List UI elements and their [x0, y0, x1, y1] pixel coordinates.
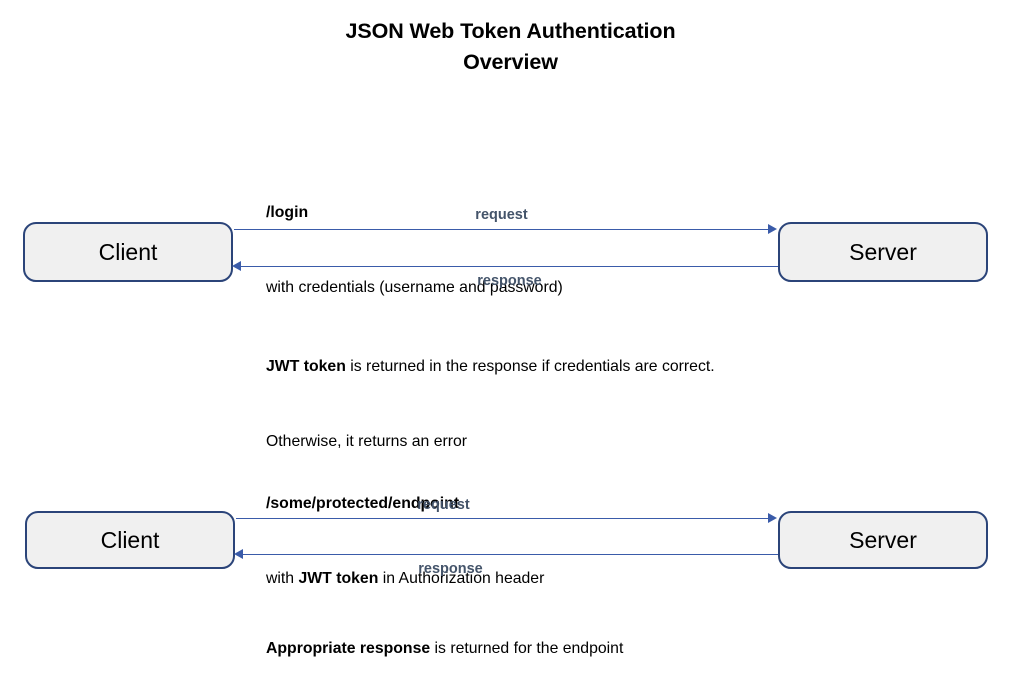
- protected-flow-header-post: in Authorization header: [378, 570, 545, 587]
- login-flow-endpoint-line: /login: [266, 200, 886, 225]
- page-title-line-1: JSON Web Token Authentication: [345, 19, 676, 43]
- protected-flow-request-note: /some/protected/endpoint with JWT token …: [266, 441, 886, 641]
- protected-flow-response-arrow-head-icon: [234, 549, 243, 559]
- protected-flow-response-note-line-1: Appropriate response is returned for the…: [266, 636, 926, 661]
- page-title: JSON Web Token Authentication Overview: [0, 16, 1021, 78]
- protected-flow-server-box[interactable]: Server: [778, 511, 988, 569]
- login-flow-credentials-line: with credentials (username and password): [266, 279, 563, 296]
- protected-flow-jwt-token-term: JWT token: [298, 570, 379, 587]
- protected-flow-header-pre: with: [266, 570, 299, 587]
- protected-flow-response-note: Appropriate response is returned for the…: [266, 586, 926, 683]
- login-flow-response-note: JWT token is returned in the response if…: [266, 304, 926, 504]
- login-flow-server-box[interactable]: Server: [778, 222, 988, 282]
- login-flow-endpoint: /login: [266, 204, 309, 221]
- protected-flow-response-note-line-1-rest: is returned for the endpoint: [430, 640, 624, 657]
- login-flow-response-arrow-head-icon: [232, 261, 241, 271]
- login-flow-client-label: Client: [98, 238, 158, 265]
- protected-flow-header-line: with JWT token in Authorization header: [266, 566, 886, 591]
- login-flow-server-label: Server: [849, 238, 917, 265]
- protected-flow-client-box[interactable]: Client: [25, 511, 235, 569]
- page-title-line-2: Overview: [463, 50, 558, 74]
- protected-flow-client-label: Client: [100, 526, 160, 553]
- login-flow-response-note-line-1-rest: is returned in the response if credentia…: [345, 358, 715, 375]
- login-flow-jwt-token-term: JWT token: [266, 358, 346, 375]
- login-flow-response-note-line-1: JWT token is returned in the response if…: [266, 354, 926, 379]
- login-flow-client-box[interactable]: Client: [23, 222, 233, 282]
- protected-flow-endpoint-line: /some/protected/endpoint: [266, 491, 886, 516]
- protected-flow-server-label: Server: [849, 526, 917, 553]
- protected-flow-endpoint: /some/protected/endpoint: [266, 495, 460, 512]
- login-flow-response-note-line-2: Otherwise, it returns an error: [266, 433, 468, 450]
- protected-flow-appropriate-response-term: Appropriate response: [266, 640, 431, 657]
- login-flow-request-note: /login with credentials (username and pa…: [266, 150, 886, 350]
